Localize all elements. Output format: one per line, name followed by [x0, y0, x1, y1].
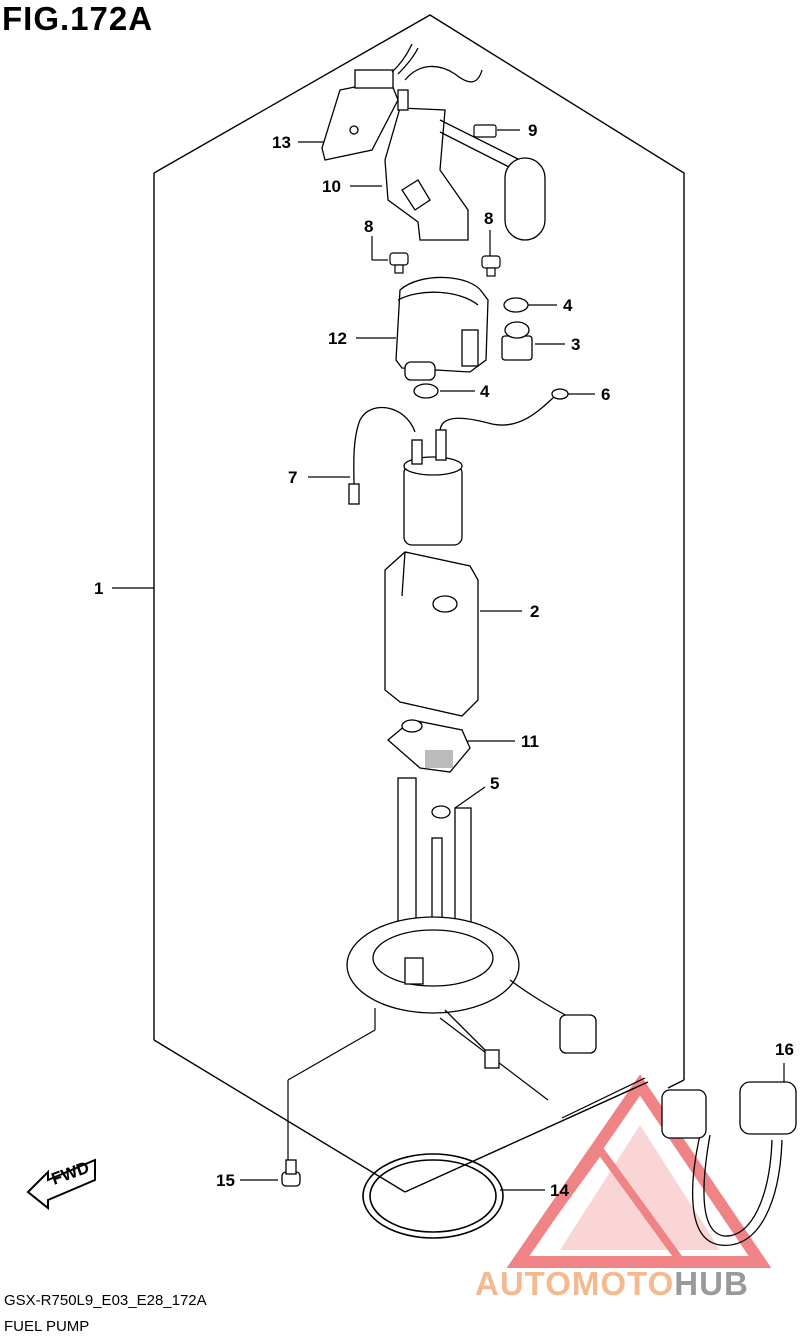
watermark-triangle-logo [506, 1074, 772, 1268]
callout-8-right: 8 [484, 209, 493, 228]
part-13-connector-bracket [321, 43, 419, 161]
callout-3: 3 [571, 335, 580, 354]
callout-13: 13 [272, 133, 291, 152]
part-8-screw-right [481, 255, 501, 277]
callout-11: 11 [521, 732, 539, 751]
callout-8-left: 8 [364, 217, 373, 236]
callout-4-lower: 4 [480, 382, 490, 401]
callout-7: 7 [288, 468, 297, 487]
part-2-pump-holder [384, 551, 479, 717]
fwd-arrow-icon: FWD [26, 1158, 96, 1211]
callout-16: 16 [775, 1040, 794, 1059]
part-7-lead-wire [348, 406, 416, 505]
brand-part1: AUTOMOTO [475, 1265, 675, 1302]
watermark-brand-text: AUTOMOTOHUB [475, 1265, 749, 1303]
callout-6: 6 [601, 385, 610, 404]
callout-10: 10 [322, 177, 341, 196]
part-16-fuel-hose [661, 1081, 797, 1246]
part-3-pressure-regulator [501, 321, 533, 361]
callout-4-upper: 4 [563, 296, 573, 315]
part-5-o-ring [431, 805, 451, 819]
callout-labels: 13 9 10 8 8 4 3 12 4 6 7 1 2 11 5 16 15 … [94, 121, 794, 1200]
assembly-boundary [153, 14, 685, 1193]
part-8-screw-left [389, 252, 409, 274]
part-15-screw [281, 1159, 301, 1187]
callout-14: 14 [550, 1181, 569, 1200]
part-11-fuel-filter [386, 719, 471, 773]
callout-1: 1 [94, 579, 103, 598]
figure-caption: FUEL PUMP [4, 1318, 90, 1335]
fuel-pump-motor [403, 429, 463, 546]
part-4-o-ring-lower [413, 383, 439, 399]
pump-base-plate [346, 777, 597, 1069]
part-6-lead-wire [439, 388, 569, 433]
callout-12: 12 [328, 329, 347, 348]
part-12-regulator-housing [395, 276, 489, 381]
brand-part2: HUB [674, 1265, 749, 1302]
callout-5: 5 [490, 774, 499, 793]
model-code: GSX-R750L9_E03_E28_172A [4, 1292, 207, 1309]
callout-2: 2 [530, 602, 539, 621]
fuel-level-float [504, 157, 546, 241]
part-9-clip [473, 124, 497, 138]
callout-15: 15 [216, 1171, 235, 1190]
callout-9: 9 [528, 121, 537, 140]
part-4-o-ring-upper [503, 297, 529, 313]
figure-title: FIG.172A [2, 0, 154, 37]
part-14-gasket [362, 1153, 504, 1239]
part-10-mounting-bracket [384, 65, 521, 241]
